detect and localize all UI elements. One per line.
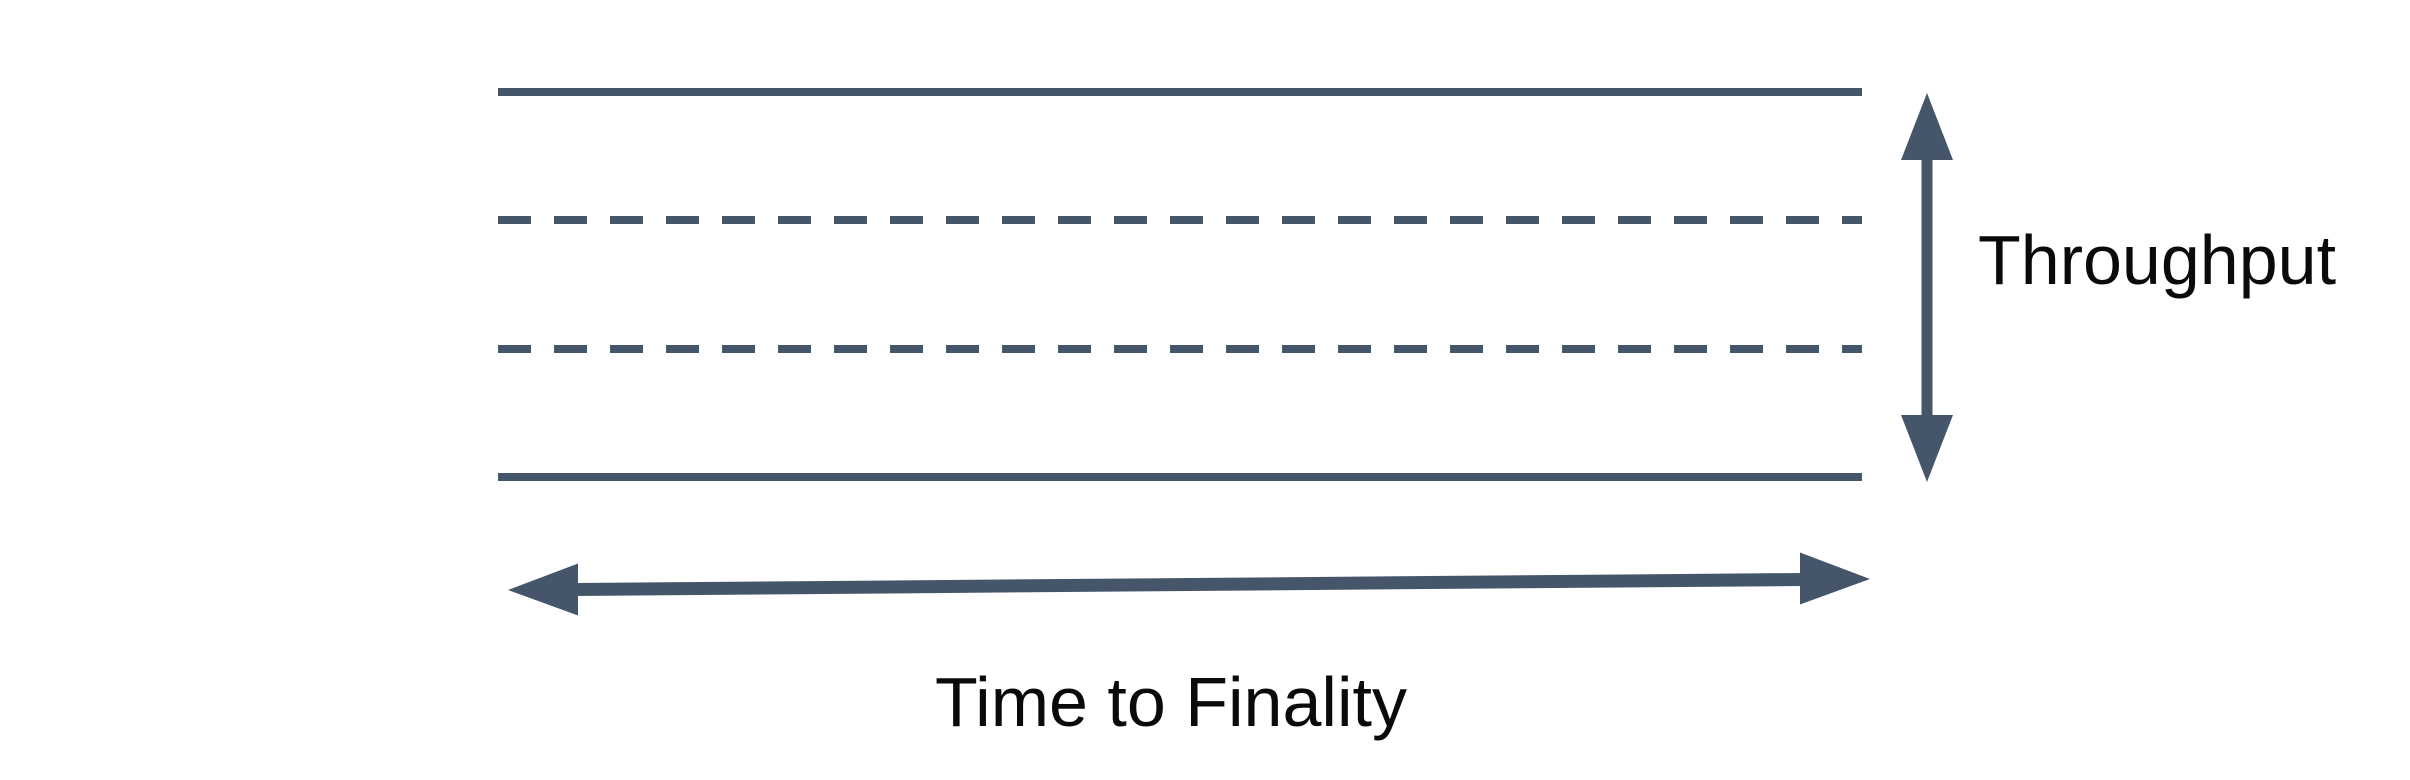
time-to-finality-arrow-head-left-icon xyxy=(508,563,578,616)
time-to-finality-arrow-head-right-icon xyxy=(1800,552,1870,605)
time-to-finality-arrow-shaft xyxy=(575,573,1803,596)
throughput-arrow-head-down-icon xyxy=(1901,415,1953,482)
time-to-finality-label: Time to Finality xyxy=(935,663,1407,741)
throughput-band xyxy=(498,88,1862,481)
throughput-label: Throughput xyxy=(1978,221,2337,299)
time-to-finality-arrow xyxy=(508,552,1870,616)
throughput-arrow xyxy=(1901,93,1953,482)
throughput-arrow-head-up-icon xyxy=(1901,93,1953,160)
